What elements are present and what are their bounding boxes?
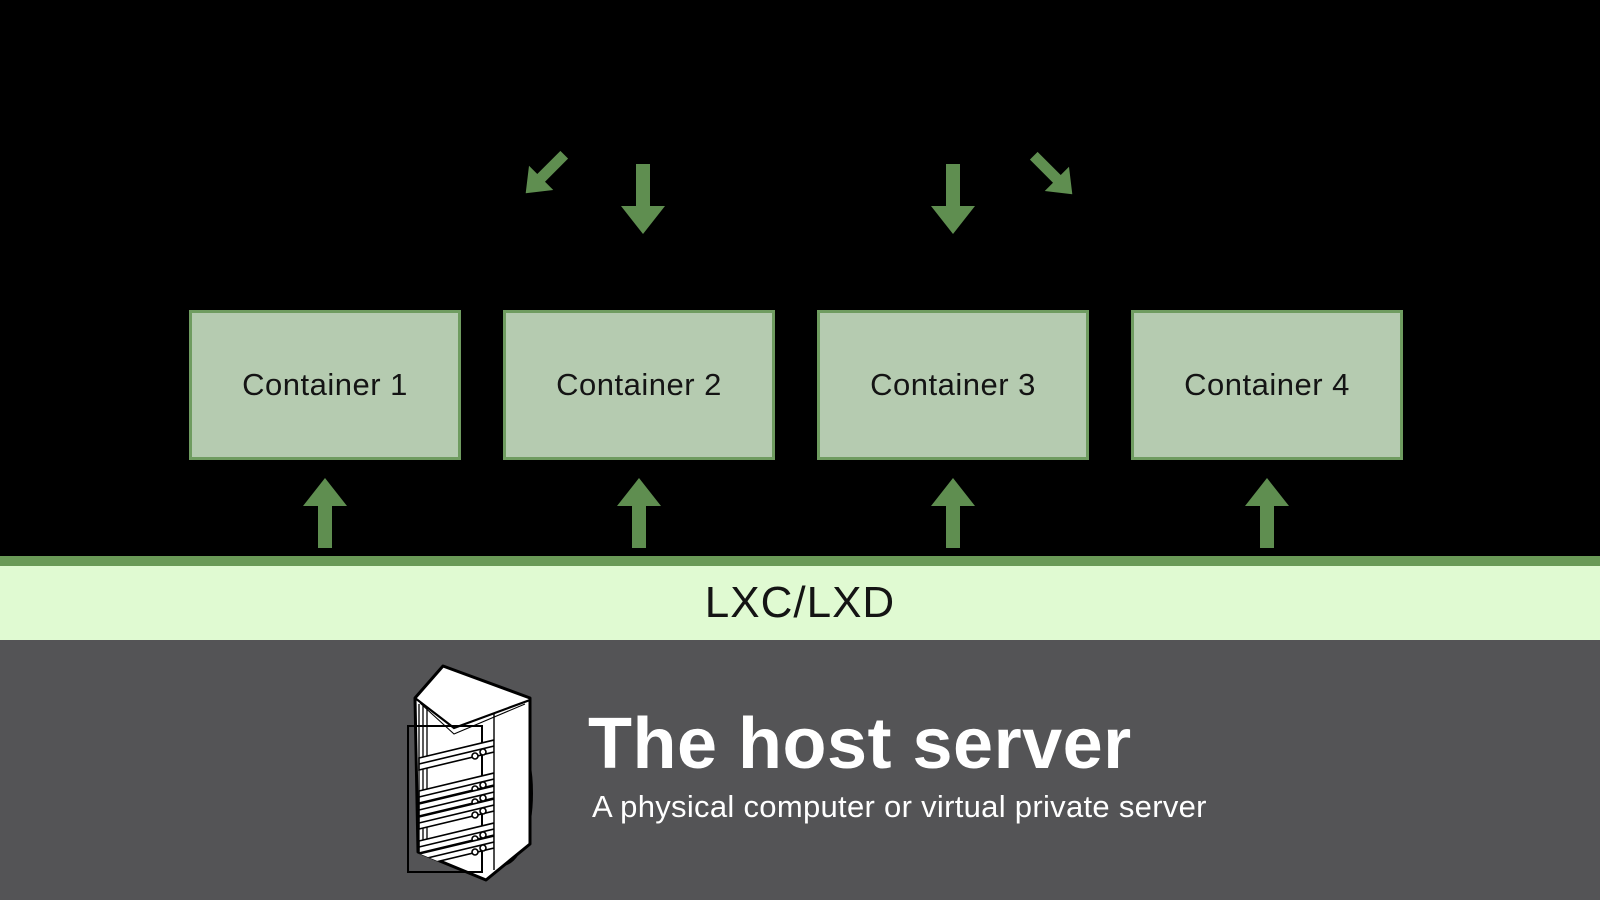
container-label: Container 4 bbox=[1184, 367, 1350, 402]
arrow-up-icon bbox=[617, 478, 661, 548]
arrow-down-icon bbox=[931, 164, 975, 234]
arrow-up-icon bbox=[931, 478, 975, 548]
container-label: Container 3 bbox=[870, 367, 1036, 402]
arrow-up-icon bbox=[303, 478, 347, 548]
arrow-up-icon bbox=[1245, 478, 1289, 548]
lxc-layer-label: LXC/LXD bbox=[704, 578, 896, 627]
host-title: The host server bbox=[588, 704, 1132, 784]
arrow-down-icon bbox=[621, 164, 665, 234]
host-subtitle: A physical computer or virtual private s… bbox=[592, 789, 1207, 824]
container-box-2: Container 2 bbox=[503, 310, 775, 460]
container-box-4: Container 4 bbox=[1131, 310, 1403, 460]
container-box-3: Container 3 bbox=[817, 310, 1089, 460]
container-label: Container 1 bbox=[242, 367, 408, 402]
arrow-down-right-icon bbox=[1022, 144, 1085, 207]
server-rack-icon bbox=[406, 658, 534, 886]
lxc-layer-band: LXC/LXD bbox=[0, 556, 1600, 640]
host-server-band: The host server A physical computer or v… bbox=[0, 640, 1600, 900]
arrow-down-left-icon bbox=[514, 143, 577, 206]
container-label: Container 2 bbox=[556, 367, 722, 402]
container-box-1: Container 1 bbox=[189, 310, 461, 460]
